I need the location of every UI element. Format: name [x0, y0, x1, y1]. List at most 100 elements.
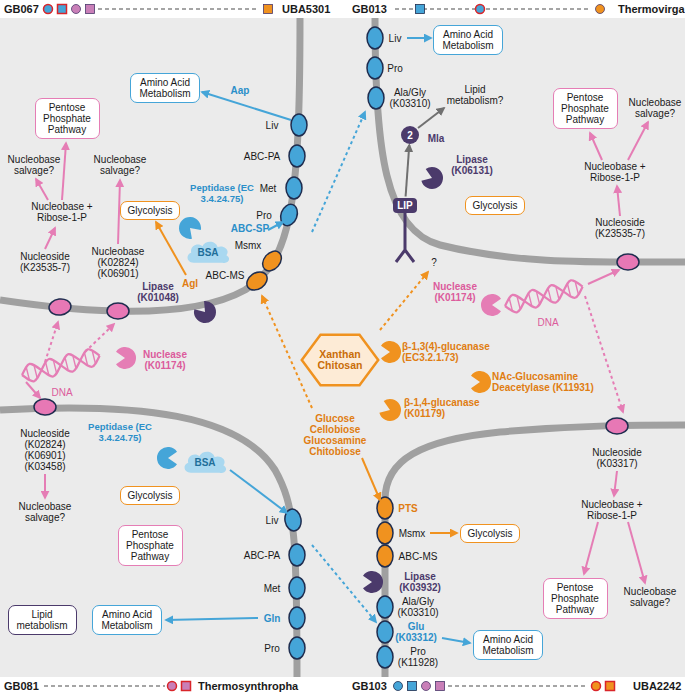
flow-arrow — [166, 618, 258, 620]
label-text: Liv — [266, 120, 279, 131]
pathway-box: Pentose Phosphate Pathway — [543, 578, 608, 619]
transporter — [34, 399, 57, 416]
transporter — [289, 577, 305, 599]
enzyme-symbol — [481, 294, 501, 316]
label-text: Aap — [231, 85, 250, 96]
protein-cloud: BSA — [184, 238, 232, 266]
flow-arrow — [26, 122, 648, 583]
header-symbols — [44, 5, 615, 691]
transporter — [377, 497, 393, 519]
transporter — [259, 247, 285, 274]
flow-arrow — [156, 222, 186, 275]
enzyme-symbol — [378, 397, 404, 425]
flow-arrow — [262, 296, 312, 408]
label-text: Pro — [256, 210, 272, 221]
label-text: DNA — [51, 387, 72, 398]
header-symbols — [58, 5, 67, 14]
transporter — [617, 254, 639, 270]
cloud-shape — [188, 242, 230, 263]
header-symbols — [436, 682, 445, 691]
label-text: Nucleobase salvage? — [627, 97, 683, 119]
pathway-box: Amino Acid Metabolism — [473, 630, 543, 660]
label-text: Nucleoside (K23535-7) — [593, 217, 647, 239]
enzyme-symbol — [420, 165, 446, 193]
flow-arrow — [202, 92, 291, 120]
flow-arrow — [617, 186, 620, 216]
flow-arrow — [45, 322, 58, 362]
flow-arrow — [44, 474, 46, 498]
transporter — [377, 646, 393, 668]
header-symbols — [606, 682, 615, 691]
flow-arrow — [45, 228, 55, 249]
transporter — [278, 202, 301, 228]
label-text: Pro — [264, 643, 280, 654]
node-text: Amino Acid Metabolism — [440, 29, 496, 51]
flow-arrow — [588, 270, 619, 284]
label-text: Agl — [182, 278, 198, 289]
transporter — [368, 87, 384, 109]
genome-label: GB067 — [4, 4, 39, 15]
flow-arrow — [26, 382, 40, 398]
cloud-shape — [185, 452, 227, 473]
label-text: β-1,3(4)-glucanase (EC3.2.1.73) — [402, 341, 493, 363]
label-text: ? — [431, 257, 437, 268]
label-text: Lipid metabolism? — [445, 84, 505, 106]
hexagon-outline — [302, 335, 378, 385]
enzyme-symbol — [116, 165, 501, 593]
transporter — [377, 522, 393, 544]
protein-cloud: BSA — [181, 448, 229, 476]
flow-arrow — [614, 471, 617, 496]
flow-arrow — [584, 522, 598, 574]
label-text: Peptidase (EC 3.4.24.75) — [188, 182, 256, 204]
lipoprotein-stalk — [396, 212, 414, 262]
label-text: Nucleobase salvage? — [17, 501, 73, 523]
header-symbols — [408, 682, 417, 691]
pathway-box: Glycolysis — [120, 201, 179, 220]
flow-arrow — [430, 532, 457, 534]
flow-arrow — [407, 37, 431, 39]
transporter — [48, 298, 72, 317]
transporter — [377, 545, 393, 567]
flow-arrow — [628, 122, 648, 160]
header-symbols — [476, 5, 485, 14]
pathway-box: Amino Acid Metabolism — [433, 25, 503, 55]
label-text: NAc-Glucosamine Deacetylase (K11931) — [492, 371, 598, 393]
label-text: ABC-SP — [231, 223, 269, 234]
header-symbols — [448, 685, 585, 687]
label-text: Nucleoside (K03317) — [591, 447, 644, 469]
transporter — [291, 114, 307, 136]
header-symbols — [416, 5, 425, 14]
enzyme-symbol — [174, 212, 204, 242]
transporter — [289, 607, 305, 629]
genome-label: UBA5301 — [282, 4, 330, 15]
pathway-box: Glycolysis — [465, 196, 524, 215]
label-text: Glucose Cellobiose Glucosamine Chitobios… — [302, 413, 368, 457]
transporter — [289, 145, 305, 167]
membrane — [0, 18, 685, 677]
transporter — [286, 177, 302, 199]
label-text: ABC-MS — [206, 270, 245, 281]
flow-arrow — [26, 38, 648, 643]
flow-arrow — [380, 272, 428, 330]
flow-arrow — [418, 108, 444, 128]
membrane — [0, 18, 300, 311]
label-text: Gln — [264, 613, 281, 624]
header-symbols — [72, 5, 81, 14]
transporter — [243, 268, 270, 294]
enzyme-symbol — [471, 371, 491, 393]
header-symbols — [86, 5, 95, 14]
header-symbols — [44, 685, 165, 687]
pathway-box: Pentose Phosphate Pathway — [35, 98, 100, 139]
node-text: Glycolysis — [127, 490, 172, 501]
enzyme-symbol — [381, 341, 401, 363]
ground — [0, 18, 685, 677]
flow-arrow — [312, 112, 365, 232]
header-symbols — [422, 682, 431, 691]
genome-label: GB081 — [4, 681, 39, 692]
label-text: Lipase (K03932) — [398, 571, 443, 593]
transporter — [367, 27, 383, 49]
label-text: ABC-PA — [244, 550, 281, 561]
node-text: Pentose Phosphate Pathway — [125, 529, 176, 562]
membrane — [375, 18, 685, 262]
